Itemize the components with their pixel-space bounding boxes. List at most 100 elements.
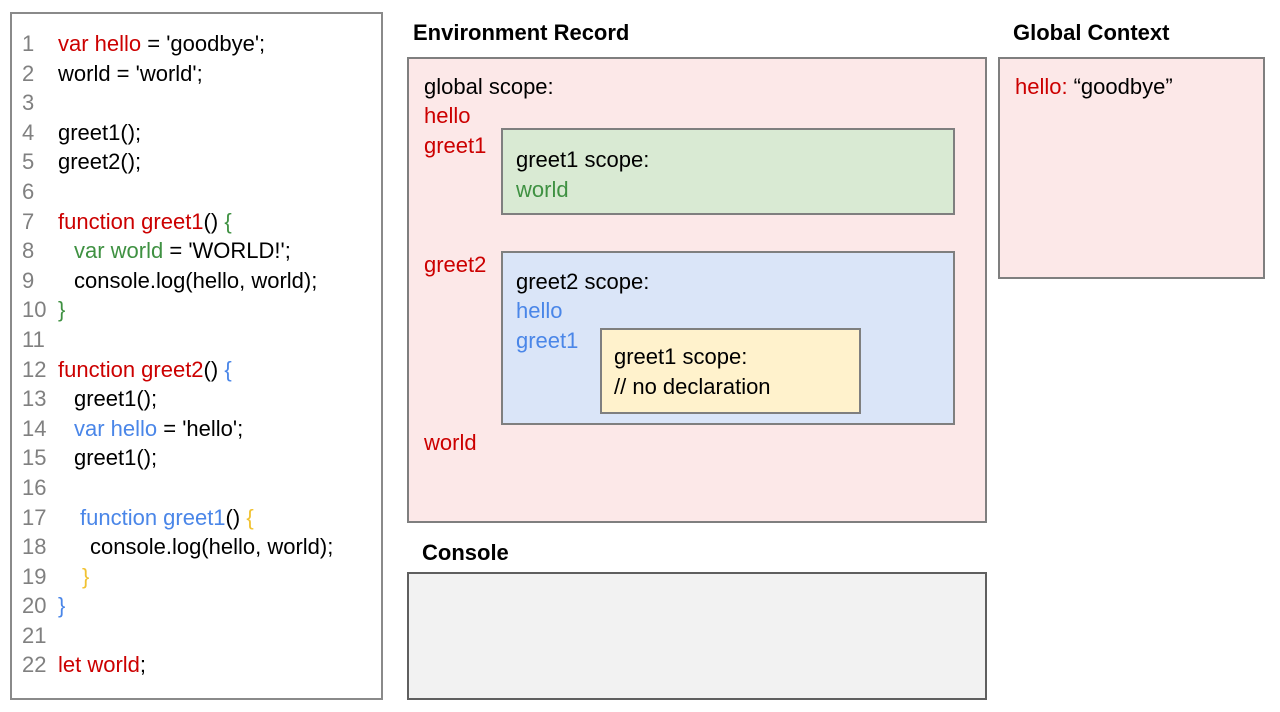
code-segment: = 'hello';: [157, 415, 244, 441]
code-segment: function greet1: [80, 504, 226, 530]
console-output-box: [407, 572, 987, 700]
code-text: }: [58, 562, 89, 592]
line-number: 11: [22, 326, 45, 352]
global-context-entry-name: hello:: [1015, 74, 1068, 99]
line-number: 7: [22, 208, 35, 234]
code-segment: function greet1: [58, 208, 204, 234]
line-number: 3: [22, 90, 35, 116]
code-line: 1 var hello = 'goodbye';: [22, 29, 381, 59]
code-segment: greet1();: [74, 445, 158, 471]
environment-record-box: global scope: hello greet1 greet2 world …: [407, 57, 987, 523]
code-text: function greet2() {: [58, 355, 232, 385]
code-line: 14 var hello = 'hello';: [22, 414, 381, 444]
greet1-inner-scope-box: greet1 scope: // no declaration: [600, 328, 861, 414]
global-scope-var-greet2: greet2: [424, 252, 487, 277]
code-lines: 1 var hello = 'goodbye'; 2 world = 'world';…: [12, 14, 381, 680]
code-text: var hello = 'goodbye';: [58, 29, 265, 59]
code-line: 19}: [22, 562, 381, 592]
code-text: var hello = 'hello';: [58, 414, 243, 444]
code-segment: console.log(hello, world);: [90, 534, 334, 560]
line-number: 21: [22, 622, 47, 648]
line-number: 19: [22, 563, 47, 589]
code-segment: let world: [58, 652, 140, 678]
code-segment: (): [203, 208, 225, 234]
greet1-scope-box: greet1 scope: world: [501, 128, 955, 215]
code-line: 5 greet2();: [22, 147, 381, 177]
line-number: 16: [22, 474, 47, 500]
line-number: 10: [22, 297, 47, 323]
code-segment: world = 'world';: [58, 60, 203, 86]
console-title: Console: [422, 540, 509, 565]
line-number: 22: [22, 652, 47, 678]
global-context-box: hello:“goodbye”: [998, 57, 1265, 279]
code-segment: var world: [74, 238, 164, 264]
code-segment: {: [224, 356, 232, 382]
code-text: function greet1() {: [58, 503, 254, 533]
line-number: 1: [22, 31, 35, 56]
greet2-scope-var-greet1: greet1: [516, 328, 579, 353]
code-segment: var hello: [58, 31, 142, 56]
code-line: 12 function greet2() {: [22, 355, 381, 385]
code-text: console.log(hello, world);: [58, 266, 317, 296]
code-text: world = 'world';: [58, 59, 203, 89]
code-line: 20}: [22, 591, 381, 621]
line-number: 18: [22, 534, 47, 560]
code-segment: (): [203, 356, 225, 382]
code-segment: (): [225, 504, 247, 530]
line-number: 15: [22, 445, 47, 471]
code-line: 10}: [22, 295, 381, 325]
greet1-scope-var-world: world: [516, 177, 569, 202]
line-number: 14: [22, 415, 47, 441]
greet1-scope-label: greet1 scope:: [516, 147, 650, 172]
code-line: 17 function greet1() {: [22, 503, 381, 533]
code-line: 7 function greet1() {: [22, 207, 381, 237]
code-line: 8 var world = 'WORLD!';: [22, 236, 381, 266]
code-segment: var hello: [74, 415, 158, 441]
code-segment: greet1();: [74, 386, 158, 412]
greet1-inner-scope-comment: // no declaration: [614, 374, 771, 399]
code-segment: }: [82, 563, 90, 589]
code-segment: console.log(hello, world);: [74, 267, 318, 293]
line-number: 17: [22, 504, 47, 530]
greet2-scope-var-hello: hello: [516, 298, 563, 323]
code-segment: {: [246, 504, 254, 530]
line-number: 8: [22, 238, 35, 264]
code-segment: function greet2: [58, 356, 204, 382]
global-scope-label: global scope:: [424, 74, 554, 99]
code-segment: = 'WORLD!';: [163, 238, 291, 264]
code-line: 2 world = 'world';: [22, 59, 381, 89]
global-scope-var-greet1: greet1: [424, 133, 487, 158]
code-text: }: [58, 295, 65, 325]
code-text: greet2();: [58, 147, 141, 177]
environment-record-title: Environment Record: [413, 20, 630, 45]
code-line: 22 let world;: [22, 650, 381, 680]
global-context-entry: hello:“goodbye”: [1015, 72, 1173, 102]
line-number: 2: [22, 60, 35, 86]
code-line: 11: [22, 325, 381, 355]
code-segment: ;: [139, 652, 147, 678]
code-line: 21: [22, 621, 381, 651]
greet2-scope-box: greet2 scope: hello greet1 greet1 scope:…: [501, 251, 955, 425]
line-number: 6: [22, 178, 35, 204]
line-number: 4: [22, 119, 35, 145]
code-line: 3: [22, 88, 381, 118]
code-line: 15 greet1();: [22, 443, 381, 473]
code-panel: 1 var hello = 'goodbye'; 2 world = 'world';…: [10, 12, 383, 700]
code-text: let world;: [58, 650, 146, 680]
code-text: greet1();: [58, 118, 141, 148]
code-line: 13 greet1();: [22, 384, 381, 414]
code-segment: }: [58, 297, 66, 323]
code-segment: }: [58, 593, 66, 619]
line-number: 13: [22, 386, 47, 412]
code-text: var world = 'WORLD!';: [58, 236, 291, 266]
code-segment: = 'goodbye';: [141, 31, 266, 56]
code-text: function greet1() {: [58, 207, 232, 237]
code-line: 4 greet1();: [22, 118, 381, 148]
line-number: 9: [22, 267, 35, 293]
line-number: 5: [22, 149, 35, 175]
code-line: 16: [22, 473, 381, 503]
line-number: 12: [22, 356, 47, 382]
code-line: 18 console.log(hello, world);: [22, 532, 381, 562]
code-text: greet1();: [58, 443, 157, 473]
code-segment: {: [224, 208, 232, 234]
